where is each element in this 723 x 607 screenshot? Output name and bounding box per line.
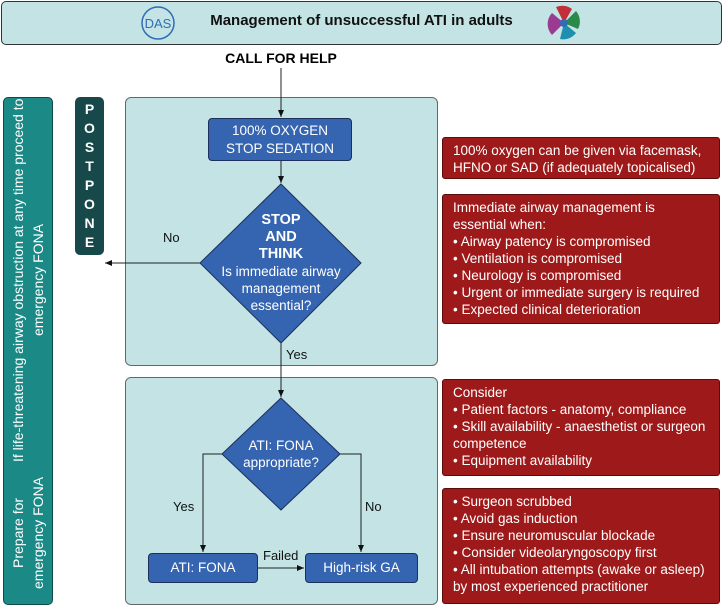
oxygen-text: 100% OXYGEN xyxy=(231,122,329,138)
oxygen-box: 100% OXYGEN STOP SEDATION xyxy=(208,118,352,161)
immediate-question: Is immediate airway management essential… xyxy=(221,264,341,313)
ati-question-text: ATI: FONA appropriate? xyxy=(243,438,319,470)
stop-think-text: STOP AND THINK Is immediate airway manag… xyxy=(221,212,341,314)
yes2-label: Yes xyxy=(173,499,195,514)
think-label: THINK xyxy=(258,246,304,262)
no2-label: No xyxy=(365,499,382,514)
stop-label: STOP xyxy=(261,212,301,228)
stop-sedation-text: STOP SEDATION xyxy=(225,140,335,156)
note-item: Equipment availability xyxy=(453,452,709,469)
consider-note: Consider Patient factors - anatomy, comp… xyxy=(442,379,720,476)
note-item: Skill availability - anaesthetist or sur… xyxy=(453,418,709,452)
note-item: Consider videolaryngoscopy first xyxy=(453,544,709,561)
note-item: Ensure neuromuscular blockade xyxy=(453,527,709,544)
note-item: Airway patency is compromised xyxy=(453,233,709,250)
ati-fona-box: ATI: FONA xyxy=(148,553,258,583)
note-item: Ventilation is compromised xyxy=(453,250,709,267)
note-item: Urgent or immediate surgery is required xyxy=(453,284,709,301)
header-bar xyxy=(1,1,722,45)
failed-label: Failed xyxy=(263,548,299,563)
yes-label: Yes xyxy=(286,347,308,362)
note-item: Patient factors - anatomy, compliance xyxy=(453,401,709,418)
call-for-help: CALL FOR HELP xyxy=(225,50,337,66)
note-item: Expected clinical deterioration xyxy=(453,301,709,318)
svg-text:DAS: DAS xyxy=(145,16,172,31)
ent-logo-icon xyxy=(547,5,580,40)
ga-note: Surgeon scrubbed Avoid gas induction Ens… xyxy=(442,488,720,604)
immediate-note: Immediate airway management is essential… xyxy=(442,194,720,324)
note-item: Avoid gas induction xyxy=(453,510,709,527)
note-item: All intubation attempts (awake or asleep… xyxy=(453,561,709,595)
note-item: Neurology is compromised xyxy=(453,267,709,284)
oxygen-note: 100% oxygen can be given via facemask, H… xyxy=(442,137,720,179)
page-title: Management of unsuccessful ATI in adults xyxy=(210,12,513,29)
consider-intro: Consider xyxy=(453,385,508,400)
high-risk-ga-box: High-risk GA xyxy=(305,553,418,583)
and-label: AND xyxy=(265,229,297,245)
ati-fona-diamond xyxy=(221,397,341,511)
stop-think-diamond xyxy=(199,183,362,344)
immediate-intro: Immediate airway management is essential… xyxy=(453,200,655,232)
note-item: Surgeon scrubbed xyxy=(453,493,709,510)
no-label: No xyxy=(163,230,180,245)
postpone-box: POSTPONE xyxy=(75,97,104,255)
das-logo-icon: DAS xyxy=(141,6,175,40)
